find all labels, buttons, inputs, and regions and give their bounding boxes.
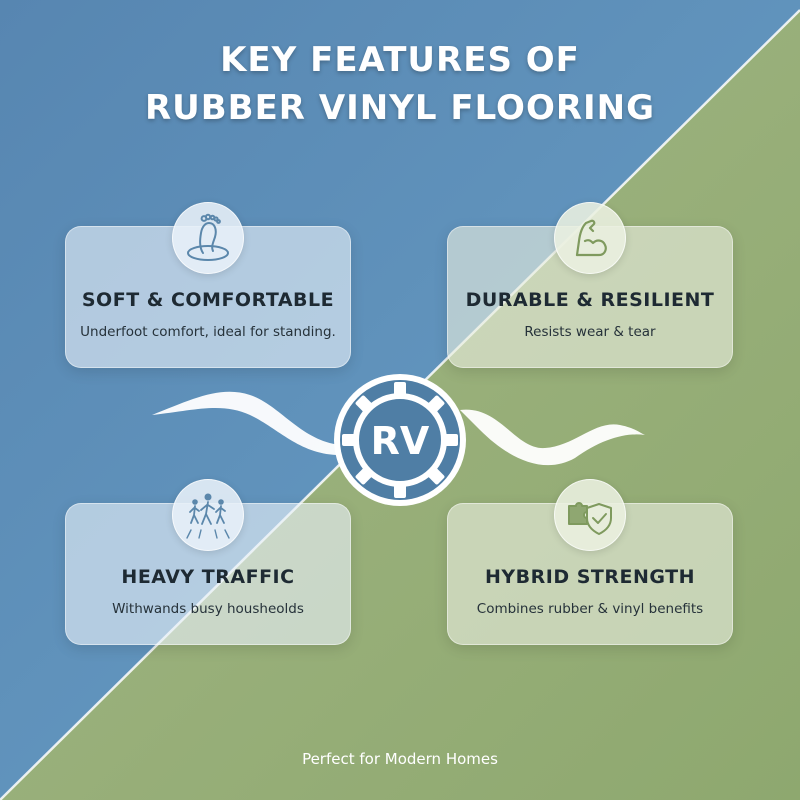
flexed-arm-icon [554,202,626,274]
gear-icon: RV [334,374,466,506]
page-title: KEY FEATURES OF RUBBER VINYL FLOORING [0,36,800,132]
feature-description: Withwands busy housheolds [112,601,304,617]
emblem-text: RV [371,419,430,463]
feature-card-hybrid-strength: HYBRID STRENGTH Combines rubber & vinyl … [447,503,733,645]
feature-description: Resists wear & tear [524,324,656,340]
feature-description: Combines rubber & vinyl benefits [476,601,704,617]
walking-people-icon [172,479,244,551]
feature-title: HYBRID STRENGTH [484,566,695,588]
foot-icon [172,202,244,274]
footer-tagline: Perfect for Modern Homes [302,750,498,768]
feature-title: HEAVY TRAFFIC [121,566,295,588]
feature-description: Underfoot comfort, ideal for standing. [80,324,336,340]
feature-title: SOFT & COMFORTABLE [81,289,335,311]
puzzle-shield-icon [554,479,626,551]
title-line-1: KEY FEATURES OF [220,40,580,80]
feature-title: DURABLE & RESILIENT [465,289,715,311]
title-line-2: RUBBER VINYL FLOORING [144,88,656,128]
